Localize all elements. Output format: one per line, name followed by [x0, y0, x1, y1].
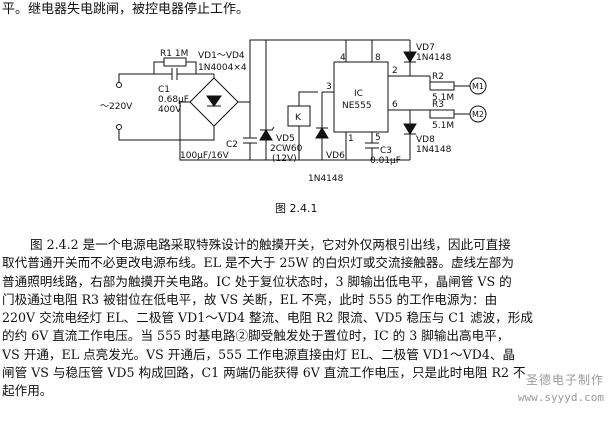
label-pin8: 8 [375, 53, 381, 63]
ac-terminal-bottom [116, 124, 122, 130]
label-pin6: 6 [392, 100, 398, 110]
label-vd8: VD8 [416, 135, 435, 145]
resistor-r2 [429, 81, 455, 91]
label-vd5-part: 2CW60 [270, 144, 303, 154]
label-pin3: 3 [326, 82, 332, 92]
label-vd7: VD7 [416, 43, 435, 53]
touch-pad-m1 [469, 77, 487, 95]
label-c3-value: 0.01μF [370, 156, 401, 166]
watermark: 圣德电子制作 www.syyyd.com [500, 365, 608, 423]
paragraph-line: 门极通过电阻 R3 被钳位在低电平，故 VS 关断，EL 不亮，此时 555 的… [2, 291, 498, 307]
paragraph-line: 的约 6V 直流工作电压。当 555 时基电路②脚受触发处于置位时，IC 的 3… [2, 328, 510, 344]
label-pin5: 5 [375, 133, 381, 143]
label-ic: IC [354, 89, 363, 99]
diode-vd7 [403, 51, 417, 63]
resistor-r1 [163, 57, 187, 67]
diode-vd8 [403, 123, 417, 135]
watermark-url: www.syyyd.com [517, 391, 604, 404]
body-paragraph: 图 2.4.2 是一个电源电路采取特殊设计的触摸开关，它对外仅两根引出线，因此可… [2, 236, 606, 401]
paragraph-line: 闸管 VS 与稳压管 VD5 构成回路，C1 两端仍能获得 6V 直流工作电压，… [2, 365, 526, 381]
paragraph-line: 起作用。 [2, 383, 53, 399]
label-vd8-part: 1N4148 [416, 145, 452, 155]
label-r3-value: 5.1M [432, 121, 454, 131]
label-relay-k: K [295, 113, 302, 123]
label-pin2: 2 [392, 66, 398, 76]
paragraph-line: VS 开通，EL 点亮发光。VS 开通后，555 工作电源直接由灯 EL、二极管… [2, 346, 516, 362]
ic-ne555 [333, 61, 389, 133]
label-pin1: 1 [348, 134, 354, 144]
resistor-r3 [429, 109, 455, 119]
touch-pad-m2 [469, 105, 487, 123]
label-vd-bridge-part: 1N4004×4 [198, 63, 247, 73]
label-c1-value: 0.68μF [158, 95, 189, 105]
watermark-title: 圣德电子制作 [525, 373, 604, 387]
paragraph-line: 图 2.4.2 是一个电源电路采取特殊设计的触摸开关，它对外仅两根引出线，因此可… [30, 237, 511, 252]
label-pin4: 4 [340, 53, 346, 63]
circuit-diagram: R1 1M VD1～VD4 1N4004×4 C1 0.68μF 400V ～2… [100, 39, 487, 184]
paragraph-line: 取代普通开关而不必更改电源布线。EL 是不大于 25W 的白炽灯或交流接触器。虚… [2, 255, 514, 271]
label-r1: R1 1M [160, 49, 188, 59]
label-m1: M1 [472, 82, 484, 91]
label-c3: C3 [380, 146, 392, 156]
paragraph-line: 普通照明线路，右部为触摸开关电路。IC 处于复位状态时，3 脚输出低电平，晶闸管… [2, 273, 512, 289]
label-ac-in: ～220V [100, 102, 133, 112]
label-r2-value: 5.1M [432, 93, 454, 103]
label-r3: R3 [432, 100, 444, 110]
label-vd6-part: 1N4148 [308, 174, 344, 184]
label-vd6: VD6 [326, 151, 345, 161]
label-r2: R2 [432, 72, 444, 82]
label-vd7-part: 1N4148 [416, 53, 452, 63]
top-text-line: 平。继电器失电跳闸，被控电器停止工作。 [2, 2, 250, 17]
label-m2: M2 [472, 110, 484, 119]
diode-vd6 [315, 127, 329, 139]
label-vd-bridge: VD1～VD4 [198, 51, 245, 61]
label-vd5: VD5 [276, 134, 295, 144]
label-c1: C1 [158, 85, 170, 95]
label-ic-part: NE555 [342, 101, 372, 111]
label-c2-value: 100μF/16V [180, 151, 230, 161]
figure-caption: 图 2.4.1 [275, 202, 318, 215]
label-c2: C2 [226, 140, 238, 150]
paragraph-line: 220V 交流电经灯 EL、二极管 VD1～VD4 整流、电阻 R2 限流、VD… [2, 310, 533, 326]
label-c1-voltage: 400V [158, 105, 182, 115]
ac-terminal-top [116, 82, 122, 88]
zener-vd5 [259, 129, 273, 141]
label-vd5-voltage: (12V) [272, 154, 297, 164]
